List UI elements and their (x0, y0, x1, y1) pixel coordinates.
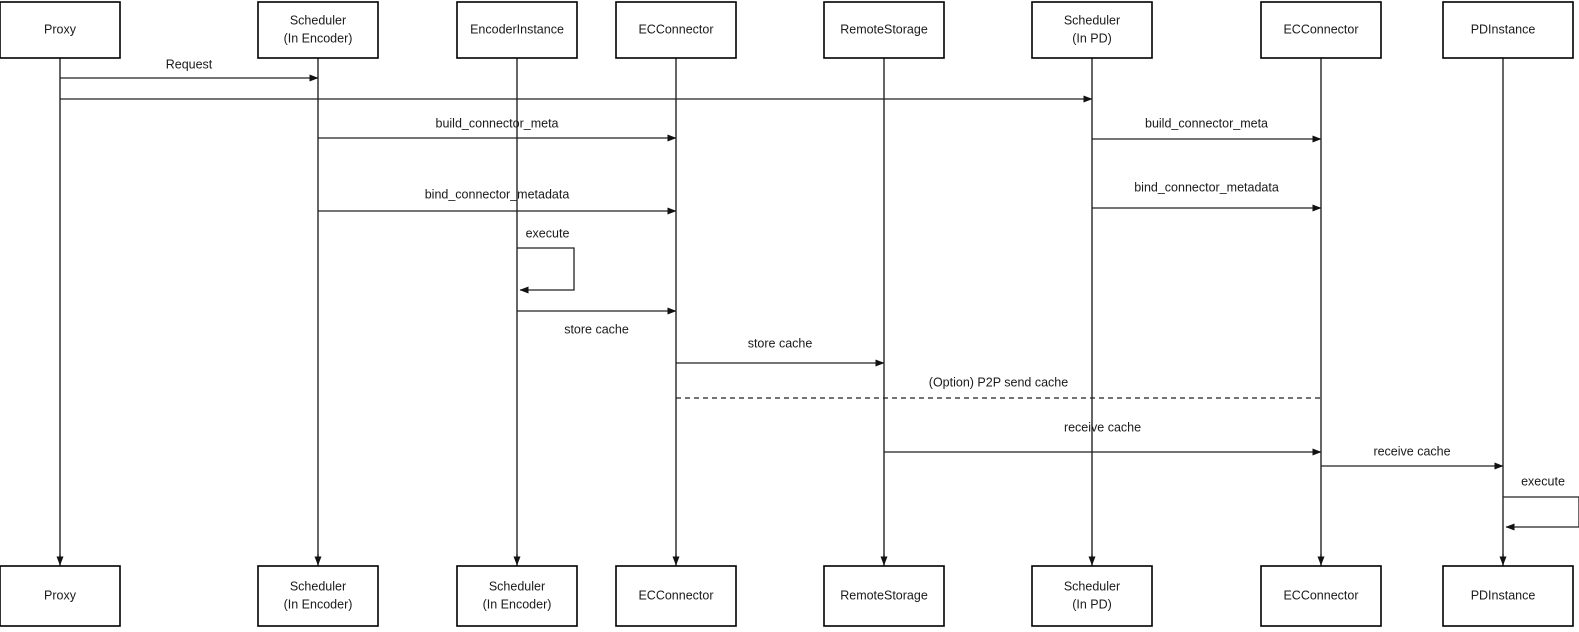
participant-header-box-pd_inst: PDInstance (1442, 1, 1574, 59)
message-label-m1: Request (166, 57, 213, 71)
participant-footer-label-remote: RemoteStorage (840, 588, 928, 602)
participant-footer-box-sched_enc: Scheduler (In Encoder) (257, 565, 379, 627)
participant-header-box-sched_pd: Scheduler (In PD) (1031, 1, 1153, 59)
self-message-path-s2 (1503, 496, 1579, 531)
message-m5: bind_connector_metadata (318, 187, 677, 215)
self-message-path-s1 (517, 247, 575, 294)
participant-header-label-remote: RemoteStorage (840, 22, 928, 36)
participant-footer-label-sched_pd: Scheduler (1064, 579, 1120, 593)
messages-group: Request build_connector_meta build_connect… (60, 57, 1504, 470)
footer-boxes-group: Proxy Scheduler (In Encoder) Scheduler (In E… (0, 565, 1574, 627)
self-message-s2: execute (1503, 474, 1579, 531)
message-m11: receive cache (1321, 444, 1504, 470)
self-message-label-s1: execute (526, 226, 570, 240)
message-m8: store cache (676, 336, 885, 367)
message-m10: receive cache (884, 420, 1322, 456)
participant-header-sublabel-sched_pd: (In PD) (1072, 31, 1112, 45)
participant-footer-label-pd_inst: PDInstance (1471, 588, 1536, 602)
participant-header-box-ecc_left: ECConnector (615, 1, 737, 59)
self-messages-group: execute execute (517, 226, 1579, 531)
message-m7: store cache (517, 307, 677, 336)
participant-header-box-proxy: Proxy (0, 1, 121, 59)
message-label-m5: bind_connector_metadata (425, 187, 570, 201)
participant-header-label-ecc_left: ECConnector (638, 22, 713, 36)
lifelines-group (56, 58, 1507, 566)
participant-footer-label-ecc_left: ECConnector (638, 588, 713, 602)
message-m1: Request (60, 57, 319, 82)
participant-header-label-pd_inst: PDInstance (1471, 22, 1536, 36)
participant-footer-label-proxy: Proxy (44, 588, 77, 602)
participant-footer-box-encoder_inst: Scheduler (In Encoder) (456, 565, 578, 627)
participant-header-label-ecc_right: ECConnector (1283, 22, 1358, 36)
message-m3: build_connector_meta (318, 116, 677, 142)
message-m4: build_connector_meta (1092, 116, 1322, 143)
participant-footer-sublabel-encoder_inst: (In Encoder) (483, 597, 552, 611)
self-message-s1: execute (517, 226, 575, 294)
message-label-m9: (Option) P2P send cache (929, 375, 1068, 389)
message-label-m6: bind_connector_metadata (1134, 180, 1279, 194)
participant-footer-box-ecc_right: ECConnector (1260, 565, 1382, 627)
participant-header-box-sched_enc: Scheduler (In Encoder) (257, 1, 379, 59)
message-label-m8: store cache (748, 336, 813, 350)
participant-footer-box-ecc_left: ECConnector (615, 565, 737, 627)
participant-header-box-ecc_right: ECConnector (1260, 1, 1382, 59)
participant-header-label-sched_enc: Scheduler (290, 13, 346, 27)
participant-footer-label-ecc_right: ECConnector (1283, 588, 1358, 602)
participant-header-box-encoder_inst: EncoderInstance (456, 1, 578, 59)
message-label-m10: receive cache (1064, 420, 1141, 434)
header-boxes-group: Proxy Scheduler (In Encoder) EncoderInstanc… (0, 1, 1574, 59)
participant-footer-label-encoder_inst: Scheduler (489, 579, 545, 593)
self-message-label-s2: execute (1521, 474, 1565, 488)
message-label-m3: build_connector_meta (436, 116, 559, 130)
participant-header-label-proxy: Proxy (44, 22, 77, 36)
participant-footer-sublabel-sched_enc: (In Encoder) (284, 597, 353, 611)
participant-header-label-encoder_inst: EncoderInstance (470, 22, 564, 36)
participant-footer-sublabel-sched_pd: (In PD) (1072, 597, 1112, 611)
participant-header-label-sched_pd: Scheduler (1064, 13, 1120, 27)
message-label-m4: build_connector_meta (1145, 116, 1268, 130)
participant-footer-box-sched_pd: Scheduler (In PD) (1031, 565, 1153, 627)
participant-footer-box-remote: RemoteStorage (823, 565, 945, 627)
participant-footer-box-proxy: Proxy (0, 565, 121, 627)
message-label-m7: store cache (564, 322, 629, 336)
participant-footer-box-pd_inst: PDInstance (1442, 565, 1574, 627)
participant-header-sublabel-sched_enc: (In Encoder) (284, 31, 353, 45)
participant-header-box-remote: RemoteStorage (823, 1, 945, 59)
message-m6: bind_connector_metadata (1092, 180, 1322, 212)
participant-footer-label-sched_enc: Scheduler (290, 579, 346, 593)
message-m9: (Option) P2P send cache (676, 375, 1321, 399)
message-label-m11: receive cache (1373, 444, 1450, 458)
